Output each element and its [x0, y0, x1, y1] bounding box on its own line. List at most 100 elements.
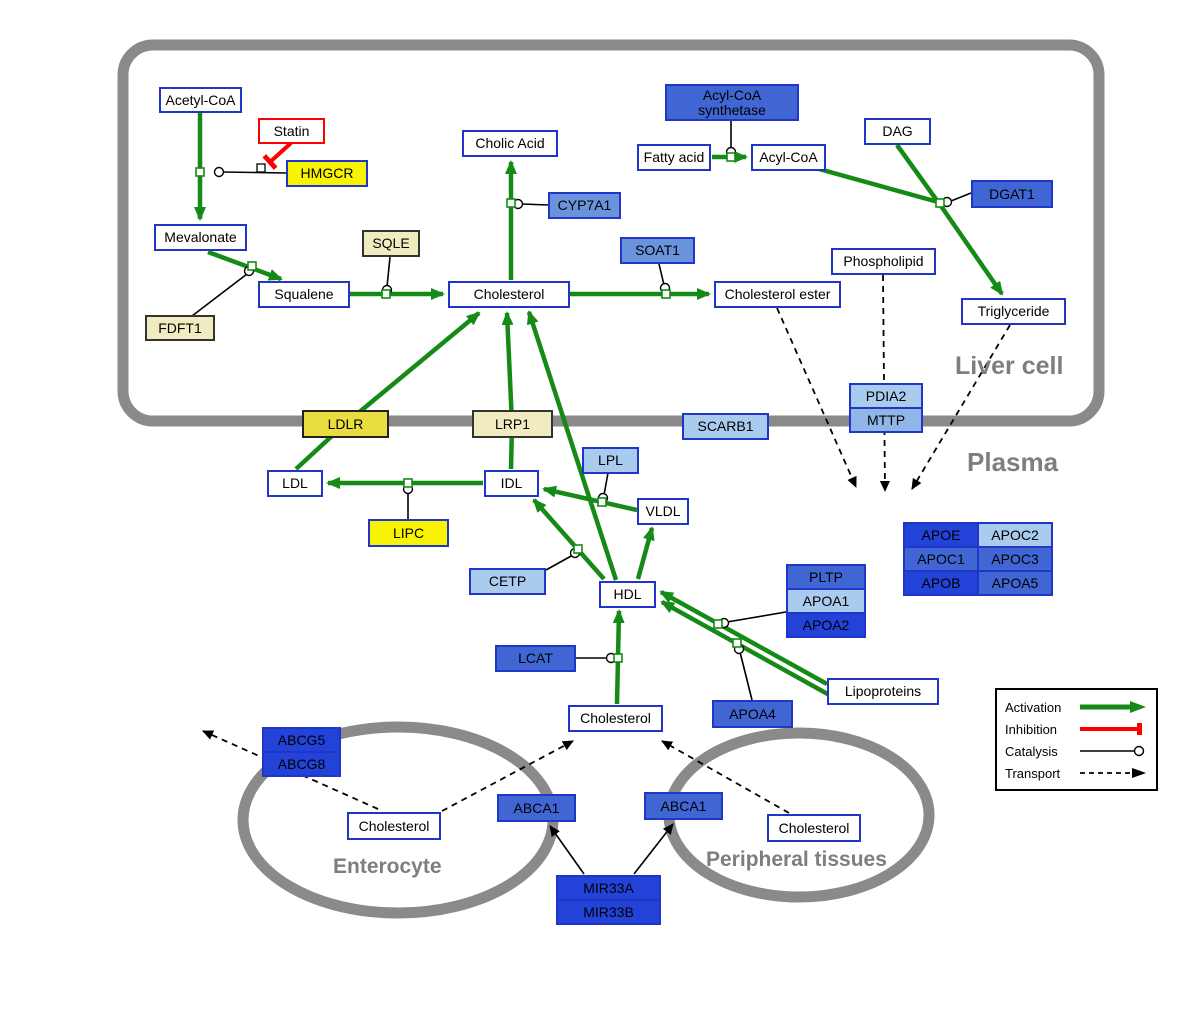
catalysis-circle-icon	[1080, 745, 1145, 757]
node-lpl[interactable]: LPL	[582, 447, 639, 474]
peripheral-tissues-label: Peripheral tissues	[706, 848, 887, 871]
node-triglyceride[interactable]: Triglyceride	[961, 298, 1066, 325]
node-squalene[interactable]: Squalene	[258, 281, 350, 308]
node-cholesterol-liver[interactable]: Cholesterol	[448, 281, 570, 308]
node-cholesterol-ester[interactable]: Cholesterol ester	[714, 281, 841, 308]
plasma-label: Plasma	[967, 447, 1059, 477]
node-mttp[interactable]: MTTP	[849, 407, 923, 433]
statin-junction-square	[256, 163, 266, 173]
node-lcat[interactable]: LCAT	[495, 645, 576, 672]
node-apob[interactable]: APOB	[903, 570, 979, 596]
node-pltp[interactable]: PLTP	[786, 564, 866, 590]
node-hmgcr[interactable]: HMGCR	[286, 160, 368, 187]
node-mir33a[interactable]: MIR33A	[556, 875, 661, 901]
edge-hdl-cholesterol-liver	[526, 310, 619, 581]
node-lrp1[interactable]: LRP1	[472, 410, 553, 438]
legend-transport-row: Transport	[1005, 762, 1148, 784]
node-cyp7a1[interactable]: CYP7A1	[548, 192, 621, 219]
acyl-coa-synthetase-label: Acyl-CoA synthetase	[698, 86, 766, 118]
edge-triglyceride-plasma	[911, 324, 1011, 490]
cat-cetp	[545, 554, 574, 571]
legend: Activation Inhibition Catalysis Transpor…	[995, 688, 1158, 791]
liver-cell-label: Liver cell	[955, 352, 1064, 380]
node-apoa1[interactable]: APOA1	[786, 588, 866, 614]
inhibition-tbar-icon	[1080, 723, 1142, 735]
node-fdft1[interactable]: FDFT1	[145, 315, 215, 341]
liver-cell-outline	[117, 39, 1105, 427]
edge-lipoproteins-hdl-2	[660, 600, 835, 699]
cat-cyp7a1	[521, 203, 549, 206]
inh-statin-hmgcr	[262, 141, 293, 170]
edge-ldl-ldlr-cholesterol	[294, 311, 481, 471]
edge-hdl-idl	[532, 498, 606, 581]
cat-apoa-stack	[726, 611, 787, 623]
activation-arrow-icon	[1080, 701, 1146, 713]
node-soat1[interactable]: SOAT1	[620, 237, 695, 264]
node-fatty-acid[interactable]: Fatty acid	[637, 144, 711, 171]
transport-arrow-icon	[1080, 768, 1146, 778]
edge-cholesterol-abcg58-out	[202, 730, 379, 810]
legend-activation-label: Activation	[1005, 699, 1062, 715]
cat-fdft1	[191, 273, 248, 317]
cat-apoa4	[739, 651, 753, 701]
node-statin[interactable]: Statin	[258, 118, 325, 144]
node-acyl-coa-synthetase[interactable]: Acyl-CoA synthetase	[665, 84, 799, 121]
edge-enterocyte-cholesterol-plasma	[441, 740, 574, 812]
node-abcg5[interactable]: ABCG5	[262, 727, 341, 753]
node-cholesterol-enterocyte[interactable]: Cholesterol	[347, 812, 441, 840]
node-mevalonate[interactable]: Mevalonate	[154, 224, 247, 251]
node-apoe[interactable]: APOE	[903, 522, 979, 548]
node-lipoproteins[interactable]: Lipoproteins	[827, 678, 939, 705]
node-pdia2[interactable]: PDIA2	[849, 383, 923, 409]
node-cholesterol-peripheral[interactable]: Cholesterol	[767, 814, 861, 842]
node-vldl[interactable]: VLDL	[637, 498, 689, 525]
node-apoa5[interactable]: APOA5	[977, 570, 1053, 596]
node-abca1-peripheral[interactable]: ABCA1	[644, 792, 723, 820]
edge-phospholipid-plasma	[879, 274, 890, 492]
node-apoa2[interactable]: APOA2	[786, 612, 866, 638]
node-scarb1[interactable]: SCARB1	[682, 413, 769, 440]
node-cetp[interactable]: CETP	[469, 568, 546, 595]
transport-edges	[202, 274, 1011, 814]
node-apoc2[interactable]: APOC2	[977, 522, 1053, 548]
node-mir33b[interactable]: MIR33B	[556, 899, 661, 925]
mir33-arrows	[549, 823, 674, 875]
node-lipc[interactable]: LIPC	[368, 519, 449, 547]
node-acyl-coa[interactable]: Acyl-CoA	[751, 144, 826, 171]
edge-dag-junction	[895, 143, 940, 204]
node-phospholipid[interactable]: Phospholipid	[831, 248, 936, 275]
legend-inhibition-row: Inhibition	[1005, 718, 1148, 740]
node-hdl[interactable]: HDL	[599, 581, 656, 608]
edge-mir33-abca1-right	[633, 823, 674, 875]
node-apoc1[interactable]: APOC1	[903, 546, 979, 572]
node-abcg8[interactable]: ABCG8	[262, 751, 341, 777]
cat-soat1	[658, 263, 665, 286]
legend-catalysis-label: Catalysis	[1005, 743, 1058, 759]
node-dgat1[interactable]: DGAT1	[971, 180, 1053, 208]
node-idl[interactable]: IDL	[484, 470, 539, 497]
node-acetyl-coa[interactable]: Acetyl-CoA	[159, 87, 242, 113]
node-ldl[interactable]: LDL	[267, 470, 323, 497]
edge-mir33-abca1-left	[549, 825, 585, 875]
reaction-junction-squares	[195, 152, 945, 663]
edge-lipoproteins-hdl-1	[659, 590, 829, 686]
node-abca1-enterocyte[interactable]: ABCA1	[497, 794, 576, 822]
legend-activation-row: Activation	[1005, 696, 1148, 718]
node-ldlr[interactable]: LDLR	[302, 410, 389, 438]
enterocyte-label: Enterocyte	[333, 855, 442, 878]
node-dag[interactable]: DAG	[864, 118, 931, 145]
node-cholic-acid[interactable]: Cholic Acid	[462, 130, 558, 157]
edge-hdl-vldl	[635, 526, 655, 580]
node-apoc3[interactable]: APOC3	[977, 546, 1053, 572]
node-apoa4[interactable]: APOA4	[712, 700, 793, 728]
legend-transport-label: Transport	[1005, 765, 1061, 781]
legend-inhibition-label: Inhibition	[1005, 721, 1058, 737]
cat-dgat1	[950, 192, 972, 202]
edge-acylcoa-junction	[818, 166, 939, 205]
inhibition-edges	[262, 141, 293, 170]
node-cholesterol-plasma[interactable]: Cholesterol	[568, 705, 663, 732]
edge-junction-triglyceride	[939, 204, 1004, 296]
node-sqle[interactable]: SQLE	[362, 230, 420, 257]
